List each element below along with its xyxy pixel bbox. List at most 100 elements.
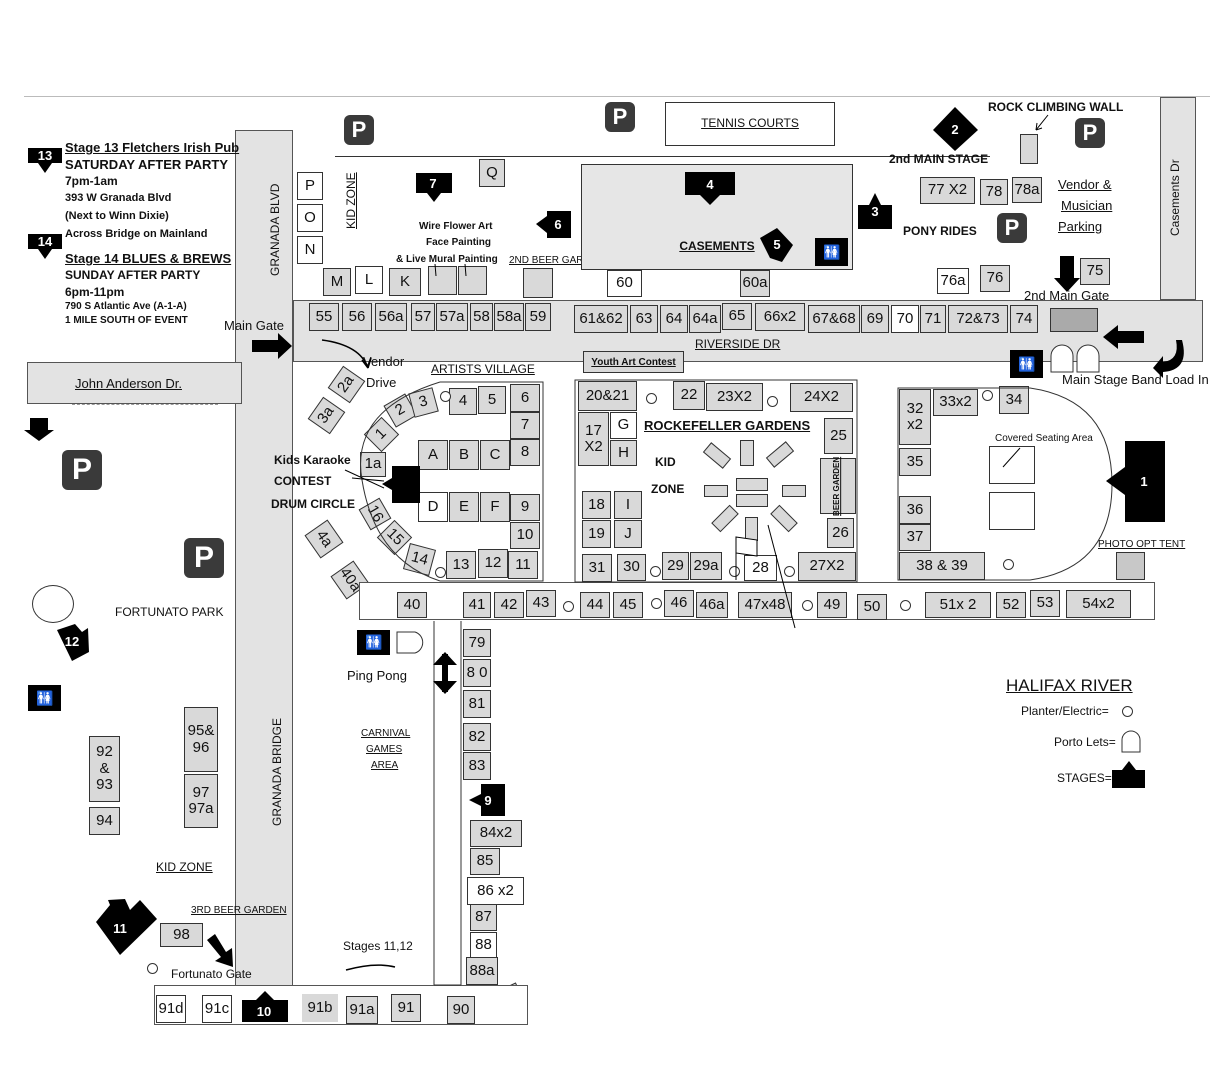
booth-63[interactable]: 63: [630, 305, 658, 333]
booth-82[interactable]: 82: [463, 723, 491, 751]
booth-56[interactable]: 56: [342, 303, 372, 331]
booth-6[interactable]: 6: [510, 384, 540, 412]
booth-29a[interactable]: 29a: [690, 552, 722, 580]
booth-25[interactable]: 25: [824, 418, 853, 454]
booth-55[interactable]: 55: [309, 303, 339, 331]
booth-19[interactable]: 19: [582, 520, 611, 548]
booth-p[interactable]: P: [297, 172, 323, 200]
booth-84x2[interactable]: 84x2: [470, 820, 522, 847]
booth-67-68[interactable]: 67&68: [808, 305, 860, 333]
booth-4[interactable]: 4: [449, 388, 477, 415]
booth-94[interactable]: 94: [89, 807, 120, 835]
booth-50[interactable]: 50: [857, 594, 887, 620]
booth-58a[interactable]: 58a: [494, 303, 524, 331]
booth-31[interactable]: 31: [582, 554, 612, 582]
booth-i[interactable]: I: [614, 491, 642, 519]
booth-mural-2[interactable]: [458, 266, 487, 295]
booth-49[interactable]: 49: [817, 592, 847, 618]
booth-17x2[interactable]: 17 X2: [578, 412, 609, 466]
booth-90[interactable]: 90: [447, 996, 475, 1024]
booth-46[interactable]: 46: [664, 590, 694, 617]
booth-9[interactable]: 9: [510, 494, 540, 521]
booth-d[interactable]: D: [418, 492, 448, 522]
booth-91c[interactable]: 91c: [202, 995, 232, 1023]
booth-75[interactable]: 75: [1080, 258, 1110, 285]
booth-60a[interactable]: 60a: [740, 270, 770, 297]
booth-n[interactable]: N: [297, 236, 323, 264]
booth-64[interactable]: 64: [660, 305, 688, 333]
booth-11[interactable]: 11: [508, 551, 538, 579]
booth-k[interactable]: K: [389, 268, 421, 296]
booth-20-21[interactable]: 20&21: [578, 381, 637, 411]
booth-95-96[interactable]: 95& 96: [184, 707, 218, 772]
booth-70[interactable]: 70: [891, 305, 919, 333]
booth-28[interactable]: 28: [744, 555, 777, 581]
booth-57[interactable]: 57: [411, 303, 435, 331]
booth-58[interactable]: 58: [470, 303, 493, 331]
booth-80[interactable]: 8 0: [463, 659, 491, 687]
booth-81[interactable]: 81: [463, 690, 491, 718]
booth-29[interactable]: 29: [662, 552, 689, 580]
booth-32x2[interactable]: 32 x2: [899, 389, 931, 445]
booth-l[interactable]: L: [355, 266, 383, 294]
booth-13[interactable]: 13: [446, 551, 476, 579]
booth-33x2[interactable]: 33x2: [933, 389, 978, 416]
booth-91d[interactable]: 91d: [156, 995, 186, 1023]
booth-7[interactable]: 7: [510, 412, 540, 439]
booth-74[interactable]: 74: [1010, 305, 1038, 333]
booth-5[interactable]: 5: [478, 386, 506, 414]
booth-30[interactable]: 30: [617, 554, 646, 581]
booth-40[interactable]: 40: [397, 592, 427, 618]
booth-45[interactable]: 45: [613, 592, 643, 618]
booth-10[interactable]: 10: [510, 522, 540, 549]
booth-88[interactable]: 88: [470, 932, 497, 959]
booth-91b[interactable]: 91b: [302, 994, 338, 1022]
booth-41[interactable]: 41: [463, 592, 491, 618]
booth-18[interactable]: 18: [582, 491, 611, 519]
booth-m[interactable]: M: [323, 268, 351, 296]
booth-h[interactable]: H: [610, 440, 637, 466]
booth-8[interactable]: 8: [510, 439, 540, 466]
booth-69[interactable]: 69: [861, 305, 889, 333]
booth-65[interactable]: 65: [722, 303, 752, 330]
booth-56a[interactable]: 56a: [375, 303, 407, 331]
booth-j[interactable]: J: [614, 520, 642, 548]
booth-q[interactable]: Q: [479, 159, 505, 187]
booth-52[interactable]: 52: [996, 592, 1026, 618]
booth-71[interactable]: 71: [920, 305, 946, 333]
booth-35[interactable]: 35: [899, 448, 931, 476]
booth-88a[interactable]: 88a: [466, 957, 498, 985]
booth-85[interactable]: 85: [470, 848, 500, 875]
booth-37[interactable]: 37: [899, 524, 931, 551]
booth-53[interactable]: 53: [1030, 590, 1060, 617]
booth-a[interactable]: A: [418, 440, 448, 470]
booth-60[interactable]: 60: [607, 270, 642, 297]
booth-76a[interactable]: 76a: [937, 268, 969, 294]
booth-98[interactable]: 98: [160, 923, 203, 947]
booth-b[interactable]: B: [449, 440, 479, 470]
booth-57a[interactable]: 57a: [436, 303, 468, 331]
booth-46a[interactable]: 46a: [696, 592, 728, 618]
booth-36[interactable]: 36: [899, 496, 931, 524]
booth-91a[interactable]: 91a: [346, 996, 378, 1024]
booth-61-62[interactable]: 61&62: [574, 305, 628, 333]
booth-12[interactable]: 12: [478, 549, 508, 578]
booth-26[interactable]: 26: [827, 518, 854, 548]
booth-g[interactable]: G: [610, 412, 637, 439]
booth-c[interactable]: C: [480, 440, 510, 470]
booth-22[interactable]: 22: [673, 381, 705, 410]
booth-23x2[interactable]: 23X2: [706, 383, 763, 411]
booth-f[interactable]: F: [480, 492, 510, 522]
booth-76[interactable]: 76: [980, 265, 1010, 292]
booth-59[interactable]: 59: [525, 303, 551, 331]
booth-o[interactable]: O: [297, 204, 323, 232]
booth-77x2[interactable]: 77 X2: [920, 177, 975, 204]
booth-34[interactable]: 34: [999, 386, 1029, 414]
booth-e[interactable]: E: [449, 492, 479, 522]
booth-92-93[interactable]: 92 & 93: [89, 736, 120, 802]
booth-44[interactable]: 44: [580, 592, 610, 618]
booth-51x2[interactable]: 51x 2: [925, 592, 991, 618]
booth-66x2[interactable]: 66x2: [755, 303, 805, 331]
booth-72-73[interactable]: 72&73: [948, 305, 1008, 333]
booth-27x2[interactable]: 27X2: [798, 552, 856, 581]
